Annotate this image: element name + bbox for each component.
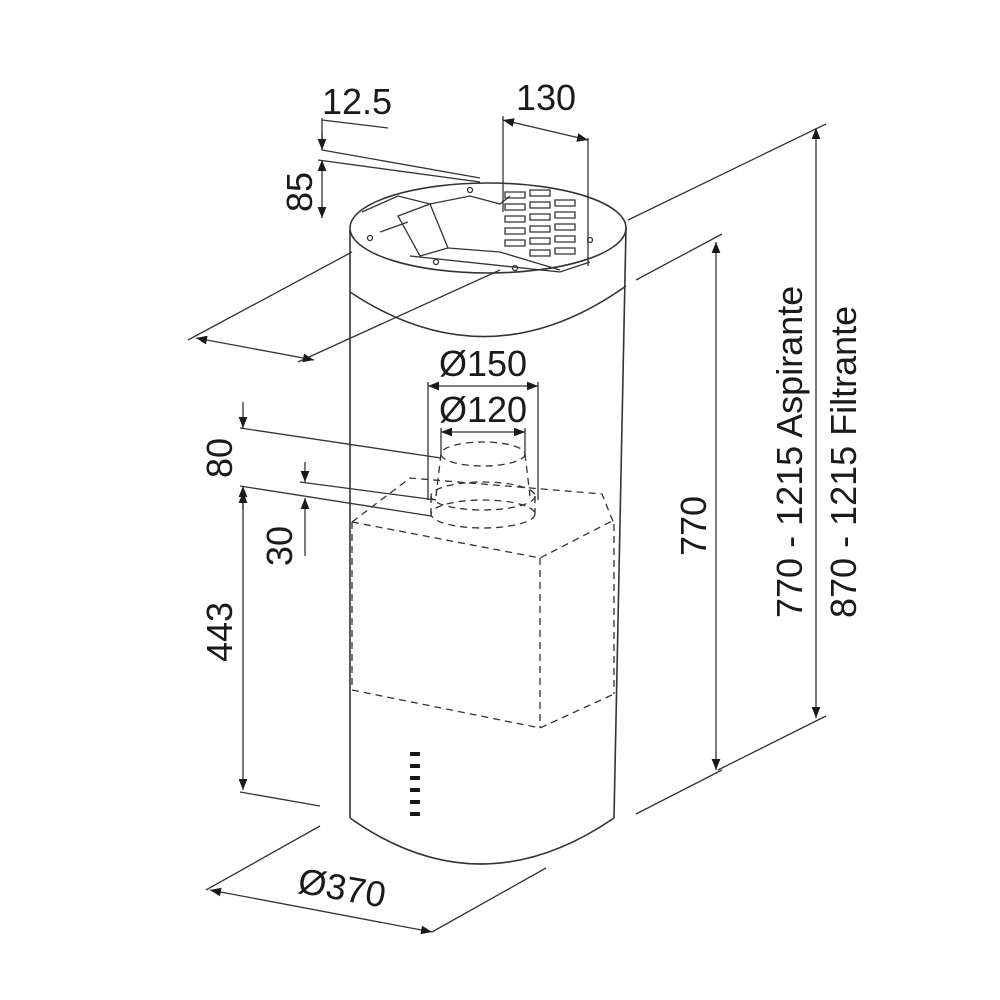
- dim-outlet-diameters: Ø150 Ø120: [427, 343, 539, 500]
- dim-label-body-diameter: Ø370: [295, 860, 389, 916]
- control-button: [410, 776, 420, 780]
- motor-box-hidden: [351, 477, 615, 729]
- ring-inner-lower: [409, 255, 591, 273]
- screw-hole: [366, 234, 374, 242]
- dim-label-outlet-inner: Ø120: [439, 389, 527, 430]
- dim-label-body-height: 770: [673, 496, 714, 556]
- dim-slot-width: 130: [502, 77, 589, 266]
- dim-label-total-aspirante: 770 - 1215 Aspirante: [769, 286, 810, 618]
- control-button: [410, 752, 420, 756]
- dim-label-bracket-offset: 12.5: [322, 81, 392, 122]
- control-button: [410, 800, 420, 804]
- dim-body-height: 770: [635, 233, 723, 815]
- ring-tab-left: [379, 221, 409, 233]
- dim-ring-diameter-arrow: [187, 251, 501, 363]
- dim-total-height: 770 - 1215 Aspirante 870 - 1215 Filtrant…: [627, 123, 864, 771]
- dim-label-total-filtrante: 870 - 1215 Filtrante: [823, 306, 864, 618]
- ring-inner-line: [447, 247, 561, 271]
- hood-cylinder: [349, 182, 627, 865]
- screw-hole: [432, 258, 440, 266]
- dim-ring-height: 85: [279, 159, 481, 218]
- control-panel-buttons: [410, 752, 420, 816]
- dim-label-outlet-height: 80: [199, 438, 240, 478]
- dim-label-outlet-offset: 30: [259, 526, 300, 566]
- ring-slot-left: [397, 203, 449, 257]
- dim-label-ring-height: 85: [279, 172, 320, 212]
- screw-hole: [466, 186, 474, 194]
- ring-bottom-edge: [349, 285, 627, 338]
- control-button: [410, 764, 420, 768]
- dim-label-outlet-outer: Ø150: [439, 343, 527, 384]
- cylinder-bottom-edge: [349, 817, 615, 865]
- dim-lower-height: 443: [199, 492, 321, 807]
- screw-hole: [511, 264, 519, 272]
- ring-bracket-detail: [361, 195, 511, 213]
- dim-bracket-offset: 12.5: [317, 81, 481, 179]
- ring-vent-grille: [504, 189, 576, 257]
- dim-label-lower-height: 443: [199, 602, 240, 662]
- outlet-duct-hidden: [430, 441, 536, 529]
- dim-outlet-height: 80: [199, 402, 442, 517]
- control-button: [410, 812, 420, 816]
- dim-body-diameter: Ø370: [205, 825, 547, 935]
- dim-outlet-offset: 30: [259, 462, 437, 566]
- control-button: [410, 788, 420, 792]
- dim-label-slot-width: 130: [516, 77, 576, 118]
- cylinder-right-edge: [613, 227, 627, 819]
